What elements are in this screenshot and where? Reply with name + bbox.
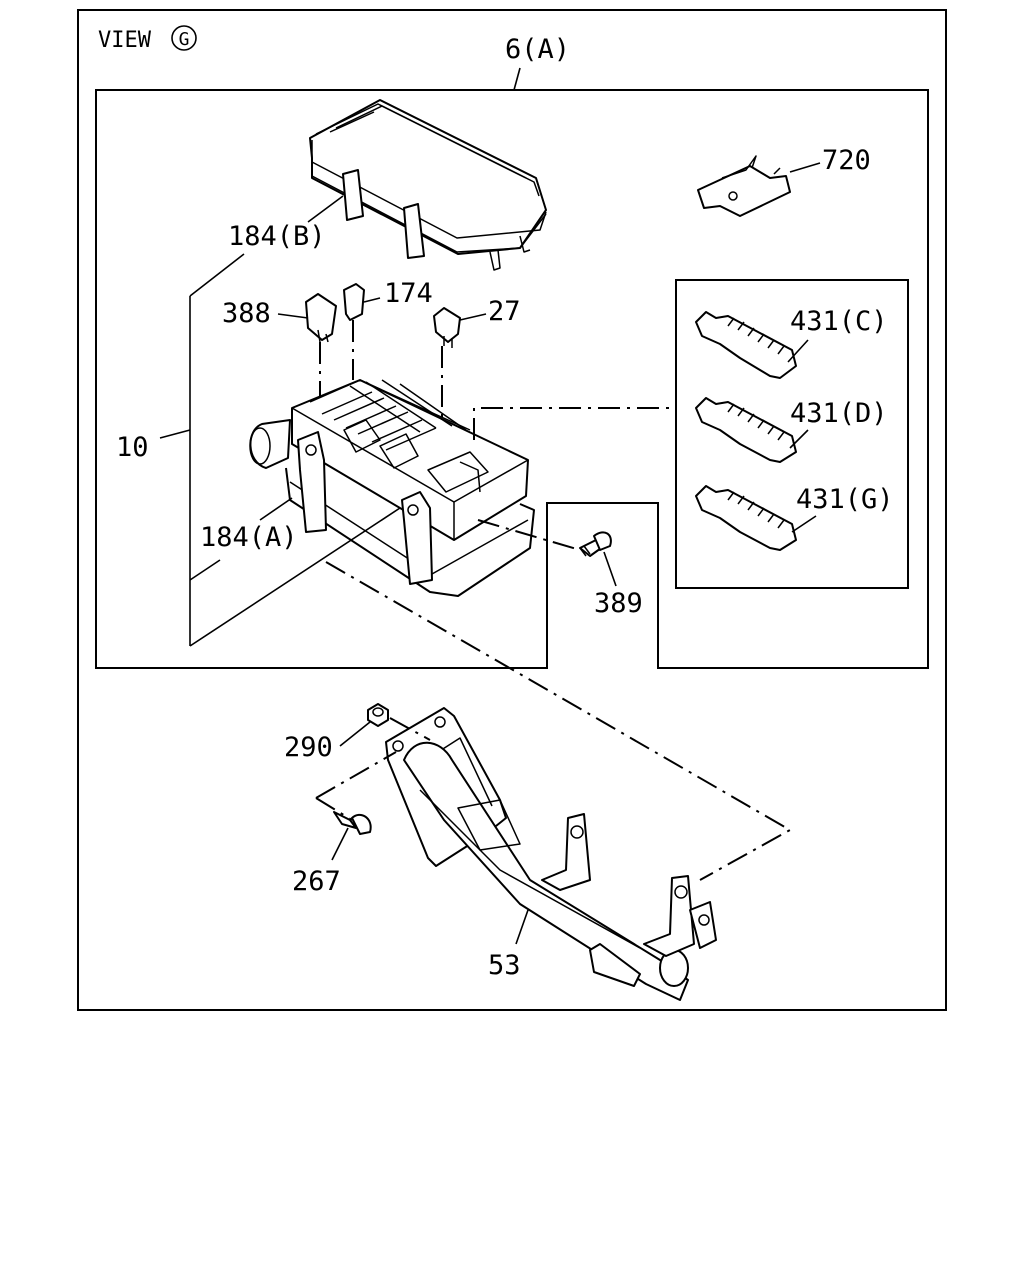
nut-290 (367, 703, 389, 727)
connector-431d (695, 397, 797, 463)
leader-fuse (459, 313, 487, 321)
connector-431c (695, 311, 797, 379)
leader-relay (277, 313, 309, 319)
assembly-boundary (95, 89, 929, 669)
relay-388 (305, 293, 337, 343)
block-bracket-top (189, 253, 245, 297)
callout-body-clip: 184(A) (200, 522, 298, 553)
install-line-bracket (325, 561, 793, 881)
leader-cover-clip (307, 195, 344, 223)
leader-assembly (513, 67, 521, 91)
callout-conn-c: 431(C) (790, 306, 888, 337)
outer-frame (77, 9, 947, 1011)
leader-block (159, 429, 191, 439)
callout-block: 10 (116, 432, 149, 463)
mounting-bracket (385, 707, 717, 1001)
fuse-27 (433, 307, 461, 348)
view-prefix: VIEW (98, 28, 152, 53)
fuse-174 (343, 283, 365, 321)
install-line-nut (389, 717, 431, 741)
leader-body-clip (259, 497, 293, 521)
bolt-389 (579, 531, 612, 557)
block-bracket-mid (189, 559, 221, 581)
callout-holder: 720 (822, 145, 871, 176)
callout-nut: 290 (284, 732, 333, 763)
connector-group-box (675, 279, 909, 589)
install-line-bolt (477, 519, 581, 551)
view-letter-circle (171, 25, 197, 51)
fuse-box-cover (309, 99, 547, 271)
callout-conn-g: 431(G) (796, 484, 894, 515)
leader-screw (331, 827, 349, 861)
callout-screw: 267 (292, 866, 341, 897)
leader-bracket (515, 909, 529, 945)
callout-assembly: 6(A) (505, 34, 570, 65)
install-line-screw (315, 751, 397, 821)
view-title: VIEW G (98, 25, 197, 53)
screw-267 (333, 811, 372, 835)
view-letter: G (179, 29, 190, 50)
leader-holder (789, 162, 821, 173)
leader-fuse-small (363, 297, 381, 303)
callout-relay: 388 (222, 298, 271, 329)
connector-431g (695, 485, 797, 551)
block-bracket-bottom (189, 507, 401, 647)
callout-bracket: 53 (488, 950, 521, 981)
leader-bolt (603, 551, 617, 587)
install-line-connectors (473, 407, 676, 440)
leader-conn-d (789, 429, 809, 449)
callout-cover-clip: 184(B) (228, 221, 326, 252)
callout-bolt: 389 (594, 588, 643, 619)
fuse-block (249, 379, 535, 597)
callout-fuse-small: 174 (384, 278, 433, 309)
leader-conn-c (787, 339, 809, 363)
callout-conn-d: 431(D) (790, 398, 888, 429)
leader-nut (339, 721, 371, 747)
leader-conn-g (791, 515, 817, 533)
callout-fuse: 27 (488, 296, 521, 327)
cover-holder (697, 155, 791, 217)
